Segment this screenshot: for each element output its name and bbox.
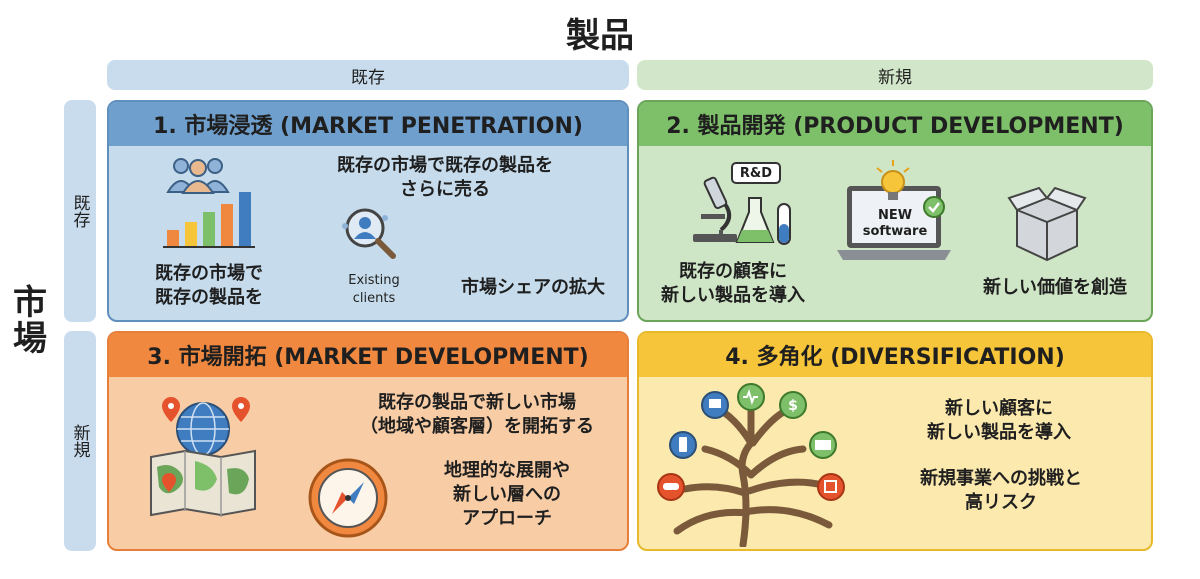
- flask-icon: [735, 197, 775, 243]
- quadrant-product-development: 2. 製品開発 (PRODUCT DEVELOPMENT) R&D NEW so…: [637, 100, 1153, 322]
- q2-left-text: 既存の顧客に 新しい製品を導入: [643, 260, 823, 308]
- microscope-icon: [693, 176, 737, 242]
- people-icon: [166, 158, 230, 194]
- row-header-new: 新規: [64, 331, 96, 551]
- quadrant-title: 2. 製品開発 (PRODUCT DEVELOPMENT): [639, 102, 1151, 146]
- q1-clients-line2: clients: [352, 291, 396, 306]
- q2-right-text: 新しい価値を創造: [983, 277, 1127, 298]
- q2-left-line2: 新しい製品を導入: [661, 285, 805, 306]
- market-axis-label: 市場: [6, 284, 47, 356]
- box-icon: [1007, 186, 1087, 262]
- q3-sub-line3: アプローチ: [462, 508, 552, 529]
- q1-description-line1: 既存の市場で既存の製品を: [337, 155, 553, 176]
- market-axis-title: 市場: [2, 280, 52, 360]
- quadrant-title: 1. 市場浸透 (MARKET PENETRATION): [109, 102, 627, 146]
- laptop-line2: software: [862, 224, 928, 239]
- q1-left-text: 既存の市場で 既存の製品を: [129, 262, 289, 310]
- compass-icon: [308, 458, 388, 538]
- q3-description: 既存の製品で新しい市場 （地域や顧客層）を開拓する: [331, 391, 623, 439]
- check-badge-icon: [923, 196, 945, 218]
- quadrant-title: 4. 多角化 (DIVERSIFICATION): [639, 333, 1151, 377]
- globe-icon: [162, 397, 250, 456]
- q4-sub-line1: 新規事業への挑戦と: [920, 468, 1082, 489]
- quadrant-title: 3. 市場開拓 (MARKET DEVELOPMENT): [109, 333, 627, 377]
- q1-clients-label: Existing clients: [329, 272, 419, 308]
- row-header-existing: 既存: [64, 100, 96, 322]
- row-header-new-label: 新規: [69, 424, 90, 458]
- q4-description-line2: 新しい製品を導入: [927, 422, 1071, 443]
- q1-clients-line1: Existing: [348, 273, 400, 288]
- q3-sub-line1: 地理的な展開や: [444, 460, 570, 481]
- column-header-existing: 既存: [107, 60, 629, 90]
- laptop-line1: NEW: [877, 208, 913, 223]
- q1-right-text: 市場シェアの拡大: [461, 277, 605, 298]
- row-header-existing-label: 既存: [69, 194, 90, 228]
- q4-description: 新しい顧客に 新しい製品を導入: [901, 397, 1097, 445]
- test-tube-icon: [777, 203, 791, 245]
- svg-text:$: $: [788, 398, 798, 414]
- tree-icon: $: [657, 383, 845, 547]
- map-icon: [150, 449, 256, 517]
- q1-left-line2: 既存の製品を: [155, 287, 263, 308]
- bar-chart-icon: [163, 192, 255, 248]
- q4-sub-line2: 高リスク: [965, 492, 1037, 513]
- quadrant-diversification: 4. 多角化 (DIVERSIFICATION) $ 新しい顧客に 新しい製品を…: [637, 331, 1153, 551]
- q1-description: 既存の市場で既存の製品を さらに売る: [305, 154, 585, 202]
- q3-description-line1: 既存の製品で新しい市場: [378, 392, 576, 413]
- column-header-new: 新規: [637, 60, 1153, 90]
- quadrant-market-development: 3. 市場開拓 (MARKET DEVELOPMENT) 既存の製品で新しい市場…: [107, 331, 629, 551]
- q4-subtext: 新規事業への挑戦と 高リスク: [895, 467, 1107, 515]
- product-axis-title: 製品: [566, 16, 634, 56]
- q3-subtext: 地理的な展開や 新しい層への アプローチ: [409, 459, 605, 531]
- rd-label: R&D: [731, 162, 781, 184]
- q4-description-line1: 新しい顧客に: [945, 398, 1053, 419]
- q2-left-line1: 既存の顧客に: [679, 261, 787, 282]
- q3-sub-line2: 新しい層への: [453, 484, 561, 505]
- magnifier-user-icon: [342, 208, 396, 259]
- lightbulb-icon: [876, 160, 910, 200]
- laptop-screen-text: NEW software: [855, 208, 935, 240]
- quadrant-market-penetration: 1. 市場浸透 (MARKET PENETRATION) 既存の市場で 既存の製…: [107, 100, 629, 322]
- q1-left-line1: 既存の市場で: [155, 263, 263, 284]
- q1-description-line2: さらに売る: [400, 179, 490, 200]
- q3-description-line2: （地域や顧客層）を開拓する: [360, 416, 594, 437]
